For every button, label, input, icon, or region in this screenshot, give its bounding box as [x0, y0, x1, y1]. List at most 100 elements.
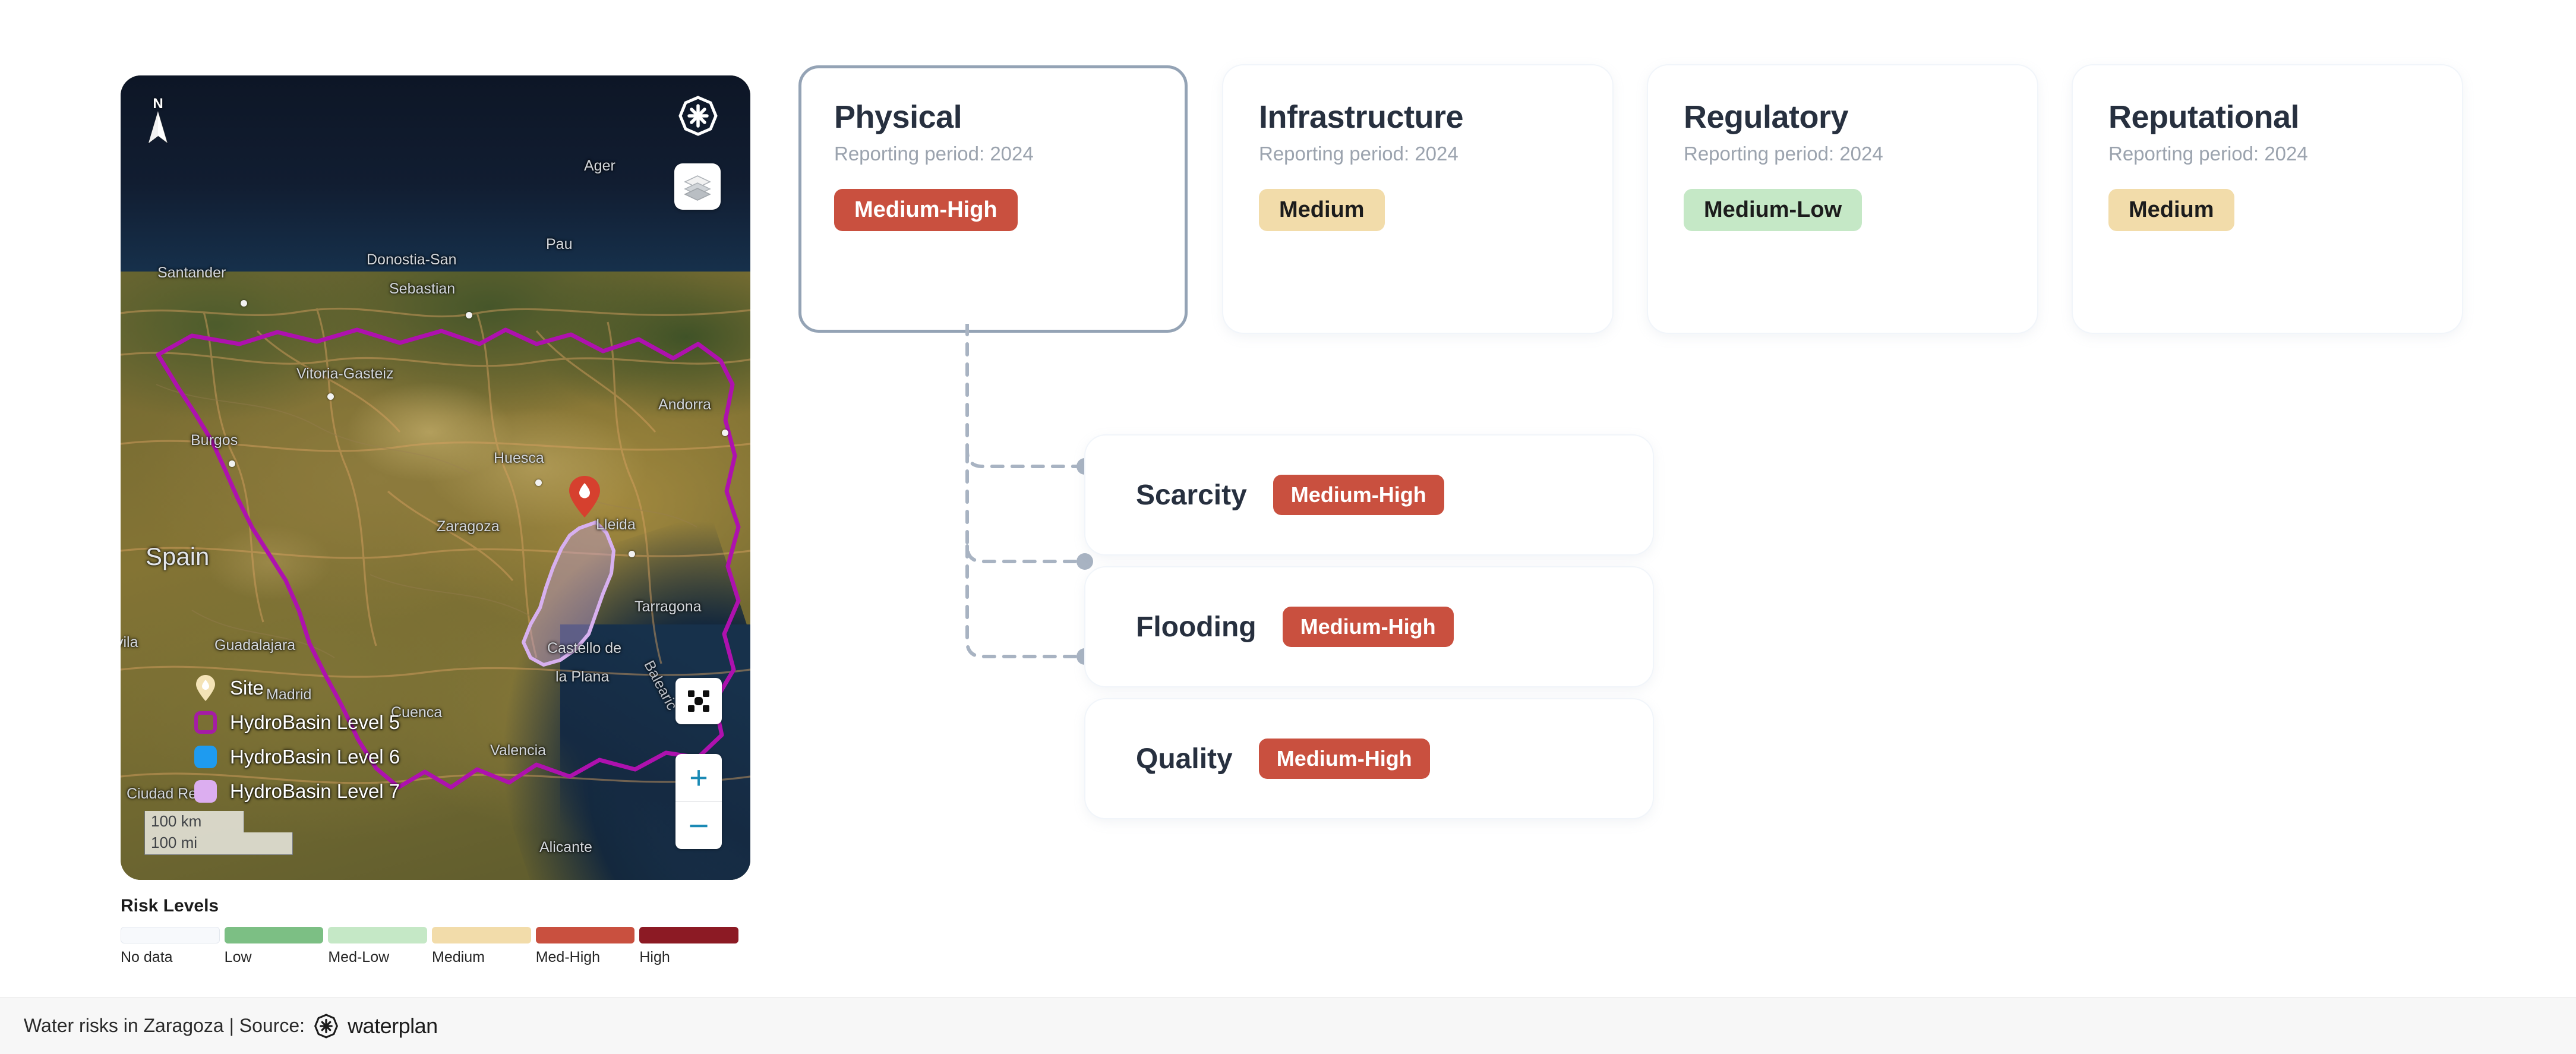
tree-connector-lines: [965, 324, 1083, 658]
risk-levels-title: Risk Levels: [121, 896, 219, 916]
connector-node-flooding: [1077, 553, 1093, 570]
hydrobasin-level-7-polygon: [522, 520, 615, 667]
risk-level-high: High: [639, 927, 739, 966]
map-label: Madrid: [266, 686, 312, 703]
legend-label: HydroBasin Level 5: [230, 711, 400, 733]
risk-level-med-low: Med-Low: [328, 927, 428, 966]
map-label: Pau: [546, 236, 573, 253]
map-city-dot: [466, 312, 472, 318]
footer: Water risks in Zaragoza | Source: waterp…: [0, 997, 2576, 1054]
risk-card-reputational[interactable]: Reputational Reporting period: 2024 Medi…: [2073, 65, 2462, 333]
map-label: Vitoria-Gasteiz: [296, 365, 394, 382]
solid-square-icon: [192, 743, 219, 771]
map-sea-north: [121, 75, 750, 272]
map-label: Tarragona: [634, 598, 702, 615]
fullscreen-icon: [688, 690, 709, 712]
footer-caption: Water risks in Zaragoza | Source:: [24, 1015, 305, 1036]
map-label: Castello de: [547, 640, 622, 657]
map-canvas[interactable]: N: [121, 75, 750, 880]
map-label: vila: [121, 634, 138, 651]
map-city-dot: [722, 430, 728, 436]
map-city-dot: [629, 551, 635, 557]
map-label: Huesca: [494, 450, 544, 466]
card-reporting-period: Reporting period: 2024: [1259, 143, 1459, 165]
risk-card-regulatory[interactable]: Regulatory Reporting period: 2024 Medium…: [1648, 65, 2037, 333]
layers-icon: [684, 175, 711, 201]
map-label: Lleida: [596, 516, 636, 533]
risk-level-medium: Medium: [432, 927, 531, 966]
map-layers-button[interactable]: [674, 163, 721, 210]
risk-level-label: Med-Low: [328, 949, 390, 965]
footer-brand: waterplan: [348, 1013, 438, 1038]
card-title: Regulatory: [1684, 99, 1849, 135]
map-label: Ager: [584, 157, 615, 174]
site-pin-icon: [192, 674, 219, 702]
risk-level-no-data: No data: [121, 927, 220, 966]
map-panel[interactable]: N: [121, 75, 750, 880]
map-label: la Plana: [555, 668, 610, 685]
map-label: Donostia-San: [367, 251, 457, 268]
map-zoom-out-button[interactable]: −: [675, 801, 722, 849]
status-badge: Medium-High: [1282, 607, 1454, 647]
legend-label: Site: [230, 677, 264, 699]
map-city-dot: [241, 300, 247, 307]
map-zoom-in-button[interactable]: +: [689, 760, 708, 796]
risk-levels-legend: Risk Levels No data Low Med-Low Medium M…: [121, 896, 739, 966]
card-reporting-period: Reporting period: 2024: [1684, 143, 1883, 165]
risk-levels-scale: No data Low Med-Low Medium Med-High High: [121, 927, 739, 966]
card-title: Reputational: [2108, 99, 2300, 135]
status-badge: Medium-Low: [1684, 189, 1862, 231]
map-legend: Site HydroBasin Level 5 HydroBasin Level…: [192, 671, 400, 809]
map-zoom-controls[interactable]: + −: [675, 754, 722, 849]
legend-item-hydrobasin-level-5: HydroBasin Level 5: [192, 705, 400, 740]
sub-risk-row-flooding[interactable]: Flooding Medium-High: [1085, 567, 1653, 686]
scale-km: 100 km: [144, 810, 244, 833]
risk-level-label: Low: [224, 949, 252, 965]
scale-mi: 100 mi: [144, 832, 293, 855]
waterplan-logo-watermark: [677, 94, 719, 137]
map-label: Cuenca: [391, 704, 443, 721]
sub-risk-list: Scarcity Medium-High Flooding Medium-Hig…: [1085, 436, 1653, 831]
legend-item-hydrobasin-level-7: HydroBasin Level 7: [192, 774, 400, 809]
risk-category-cards: Physical Reporting period: 2024 Medium-H…: [798, 65, 2462, 333]
card-title: Physical: [834, 99, 962, 135]
solid-square-icon: [192, 778, 219, 805]
map-label: Alicante: [539, 839, 592, 856]
status-badge: Medium: [1259, 189, 1385, 231]
risk-level-label: No data: [121, 949, 173, 965]
risk-level-label: High: [639, 949, 670, 965]
sub-risk-label: Flooding: [1136, 611, 1257, 643]
compass-label: N: [153, 96, 163, 112]
sub-risk-row-quality[interactable]: Quality Medium-High: [1085, 699, 1653, 818]
status-badge: Medium-High: [1258, 739, 1430, 779]
outline-square-icon: [192, 709, 219, 736]
map-label: Zaragoza: [437, 518, 500, 535]
sub-risk-row-scarcity[interactable]: Scarcity Medium-High: [1085, 436, 1653, 554]
map-fullscreen-button[interactable]: [675, 678, 722, 724]
status-badge: Medium: [2108, 189, 2234, 231]
map-city-dot: [327, 393, 334, 400]
map-label: Andorra: [658, 396, 711, 413]
card-title: Infrastructure: [1259, 99, 1464, 135]
risk-card-infrastructure[interactable]: Infrastructure Reporting period: 2024 Me…: [1223, 65, 1612, 333]
map-label: Guadalajara: [214, 637, 296, 654]
card-reporting-period: Reporting period: 2024: [834, 143, 1034, 165]
risk-card-physical[interactable]: Physical Reporting period: 2024 Medium-H…: [798, 65, 1188, 333]
site-map-pin[interactable]: [568, 475, 601, 519]
risk-level-label: Medium: [432, 949, 485, 965]
map-city-dot: [229, 460, 235, 467]
status-badge: Medium-High: [1273, 475, 1444, 515]
status-badge: Medium-High: [834, 189, 1018, 231]
map-label: Santander: [157, 264, 226, 281]
risk-level-low: Low: [224, 927, 324, 966]
legend-item-hydrobasin-level-6: HydroBasin Level 6: [192, 740, 400, 774]
risk-level-med-high: Med-High: [535, 927, 635, 966]
waterplan-logo-icon: [313, 1013, 339, 1039]
compass-north-icon: N: [141, 96, 175, 150]
map-label: Burgos: [191, 432, 238, 449]
map-city-dot: [535, 479, 542, 486]
map-scale-bars: 100 km 100 mi: [144, 810, 293, 855]
sub-risk-label: Scarcity: [1136, 479, 1247, 511]
card-reporting-period: Reporting period: 2024: [2108, 143, 2308, 165]
